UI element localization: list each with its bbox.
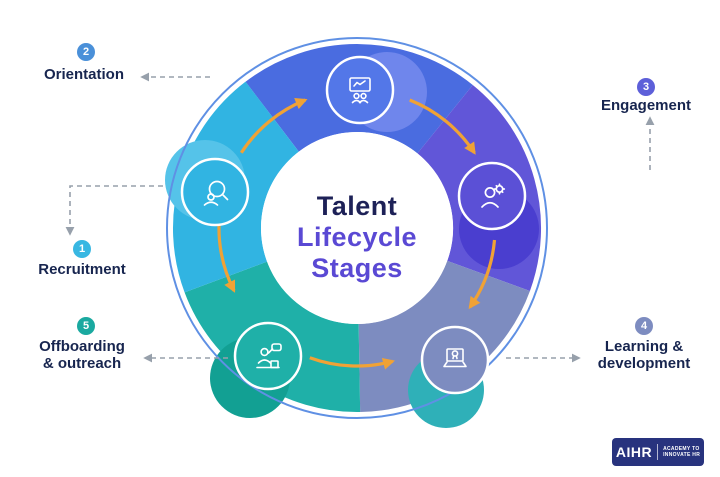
recruitment-icon-circle (180, 157, 250, 227)
person-magnifier-icon (203, 180, 229, 206)
label-orientation: Orientation (43, 66, 124, 83)
diagram-title-line1: Talent (316, 191, 398, 221)
laptop-certificate-icon (443, 348, 467, 368)
aihr-logo-divider (657, 444, 659, 460)
person-waving-icon (256, 343, 282, 369)
badge-orientation: 2 (77, 43, 95, 61)
aihr-logo-tagline-line1: ACADEMY TO (663, 446, 700, 452)
aihr-logo: AIHR ACADEMY TO INNOVATE HR (612, 438, 704, 466)
label-learning: Learning & development (597, 338, 691, 372)
arrow-engagement-to-learning (468, 239, 497, 310)
offboarding-icon-circle (233, 321, 303, 391)
learning-icon-circle (420, 325, 490, 395)
aihr-logo-tagline-line2: INNOVATE HR (663, 452, 701, 458)
aihr-logo-tagline: ACADEMY TO INNOVATE HR (663, 446, 700, 458)
center-disc (261, 132, 453, 324)
label-offboarding: Offboarding & outreach (39, 338, 125, 372)
presentation-chart-icon (349, 77, 371, 104)
person-gear-icon (481, 183, 506, 208)
arrow-bottom (309, 356, 396, 370)
orientation-icon-circle (325, 55, 395, 125)
badge-engagement: 3 (637, 78, 655, 96)
connector-recruitment (65, 185, 163, 236)
arrow-recruitment-to-orientation (239, 98, 308, 154)
label-recruitment: Recruitment (38, 261, 126, 278)
badge-learning: 4 (635, 317, 653, 335)
label-engagement: Engagement (600, 97, 691, 114)
diagram-title: Talent Lifecycle Stages (262, 191, 452, 284)
diagram-title-line2: Lifecycle (296, 222, 418, 252)
badge-recruitment: 1 (73, 240, 91, 258)
diagram-title-line3: Stages (311, 253, 403, 283)
outer-outline-circle (166, 37, 548, 419)
badge-offboarding: 5 (77, 317, 95, 335)
aihr-logo-brand: AIHR (615, 444, 653, 460)
arrow-orientation-to-engagement (409, 98, 476, 155)
